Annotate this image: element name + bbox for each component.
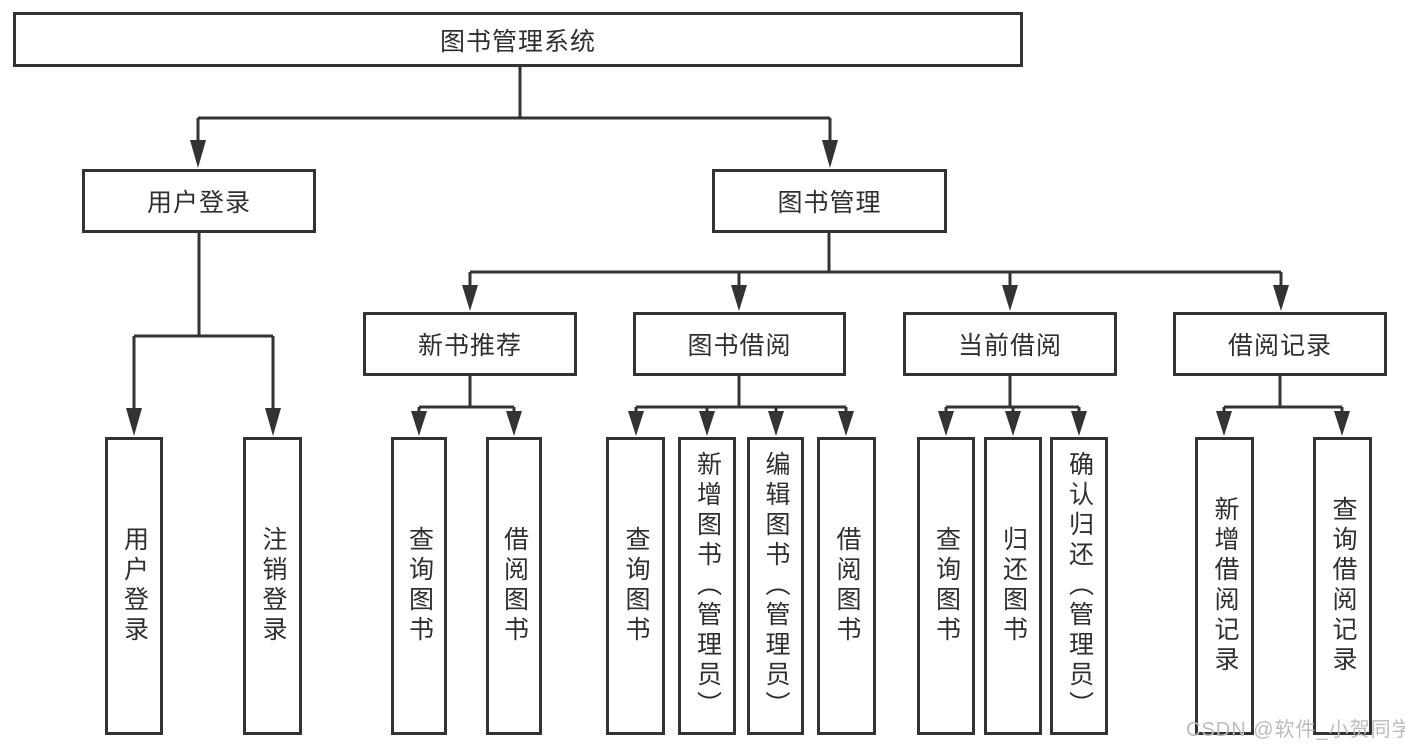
leaf-return-books: 归还图书	[984, 437, 1042, 735]
leaf-user-login: 用户登录	[105, 437, 163, 735]
node-book-management-label: 图书管理	[777, 189, 882, 217]
node-book-borrowing: 图书借阅	[633, 312, 846, 376]
leaf-query-borrow-record: 查询借阅记录	[1313, 437, 1372, 735]
node-user-login-label: 用户登录	[146, 189, 251, 217]
node-library-system-label: 图书管理系统	[439, 27, 596, 56]
csdn-watermark: CSDN @软件_小贺同学	[1186, 719, 1405, 741]
leaf-query-books-borrow: 查询图书	[606, 437, 665, 735]
leaf-confirm-return-admin: 确认归还（管理员）	[1050, 437, 1108, 735]
node-new-book-recommendation-label: 新书推荐	[417, 332, 522, 360]
leaf-add-books-admin: 新增图书（管理员）	[678, 437, 736, 735]
node-library-system: 图书管理系统	[13, 12, 1023, 67]
leaf-query-books-recommend: 查询图书	[391, 437, 447, 735]
node-book-borrowing-label: 图书借阅	[687, 332, 792, 360]
node-current-borrowing: 当前借阅	[903, 312, 1117, 376]
leaf-edit-books-admin: 编辑图书（管理员）	[747, 437, 804, 735]
node-book-management: 图书管理	[712, 169, 947, 233]
leaf-borrow-books: 借阅图书	[817, 437, 876, 735]
node-current-borrowing-label: 当前借阅	[957, 332, 1062, 360]
leaf-add-borrow-record: 新增借阅记录	[1195, 437, 1254, 735]
node-borrowing-records-label: 借阅记录	[1227, 332, 1332, 360]
leaf-borrow-books-recommend: 借阅图书	[486, 437, 542, 735]
leaf-logout: 注销登录	[243, 437, 302, 735]
node-borrowing-records: 借阅记录	[1173, 312, 1387, 376]
node-new-book-recommendation: 新书推荐	[363, 312, 577, 376]
leaf-query-books-current: 查询图书	[917, 437, 975, 735]
node-user-login: 用户登录	[82, 169, 316, 233]
